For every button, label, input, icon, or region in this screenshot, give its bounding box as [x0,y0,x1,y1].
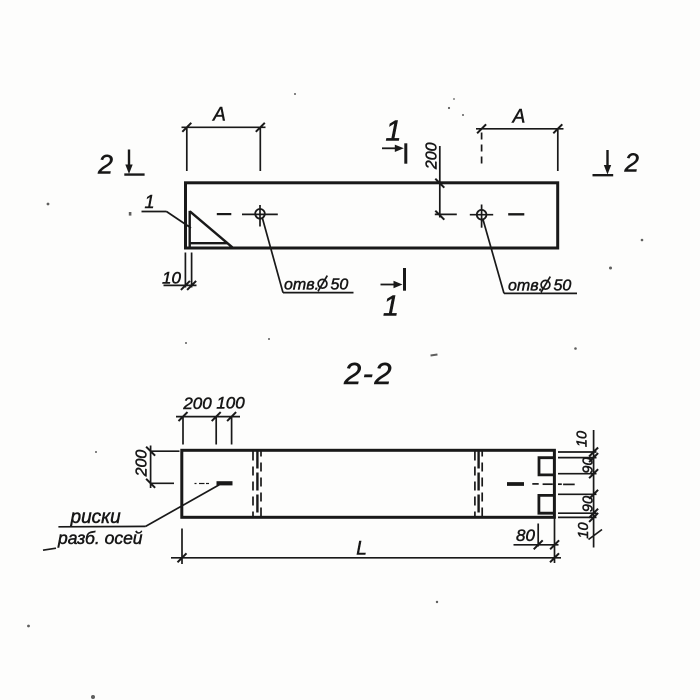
svg-text:80: 80 [516,526,535,545]
svg-text:1: 1 [383,291,399,323]
svg-text:A: A [512,107,526,128]
svg-text:100: 100 [216,394,245,413]
svg-text:2-2: 2-2 [343,356,393,391]
svg-text:200: 200 [182,394,212,413]
svg-text:200: 200 [424,142,441,170]
svg-text:90: 90 [581,457,597,473]
svg-text:разб. осей: разб. осей [57,528,143,548]
svg-text:отв.: отв. [508,277,543,294]
svg-text:отв.: отв. [284,276,319,293]
svg-text:2: 2 [97,150,113,180]
svg-text:50: 50 [331,276,349,293]
svg-text:2: 2 [624,148,640,178]
svg-text:10: 10 [576,522,592,538]
svg-text:1: 1 [144,192,154,212]
svg-text:10: 10 [575,431,591,447]
svg-text:200: 200 [134,450,151,478]
svg-text:50: 50 [554,277,572,294]
svg-text:10: 10 [162,268,181,287]
svg-text:90: 90 [581,496,597,512]
svg-text:L: L [356,538,367,559]
svg-text:риски: риски [70,507,122,528]
svg-text:1: 1 [385,116,401,148]
svg-text:A: A [212,105,226,126]
